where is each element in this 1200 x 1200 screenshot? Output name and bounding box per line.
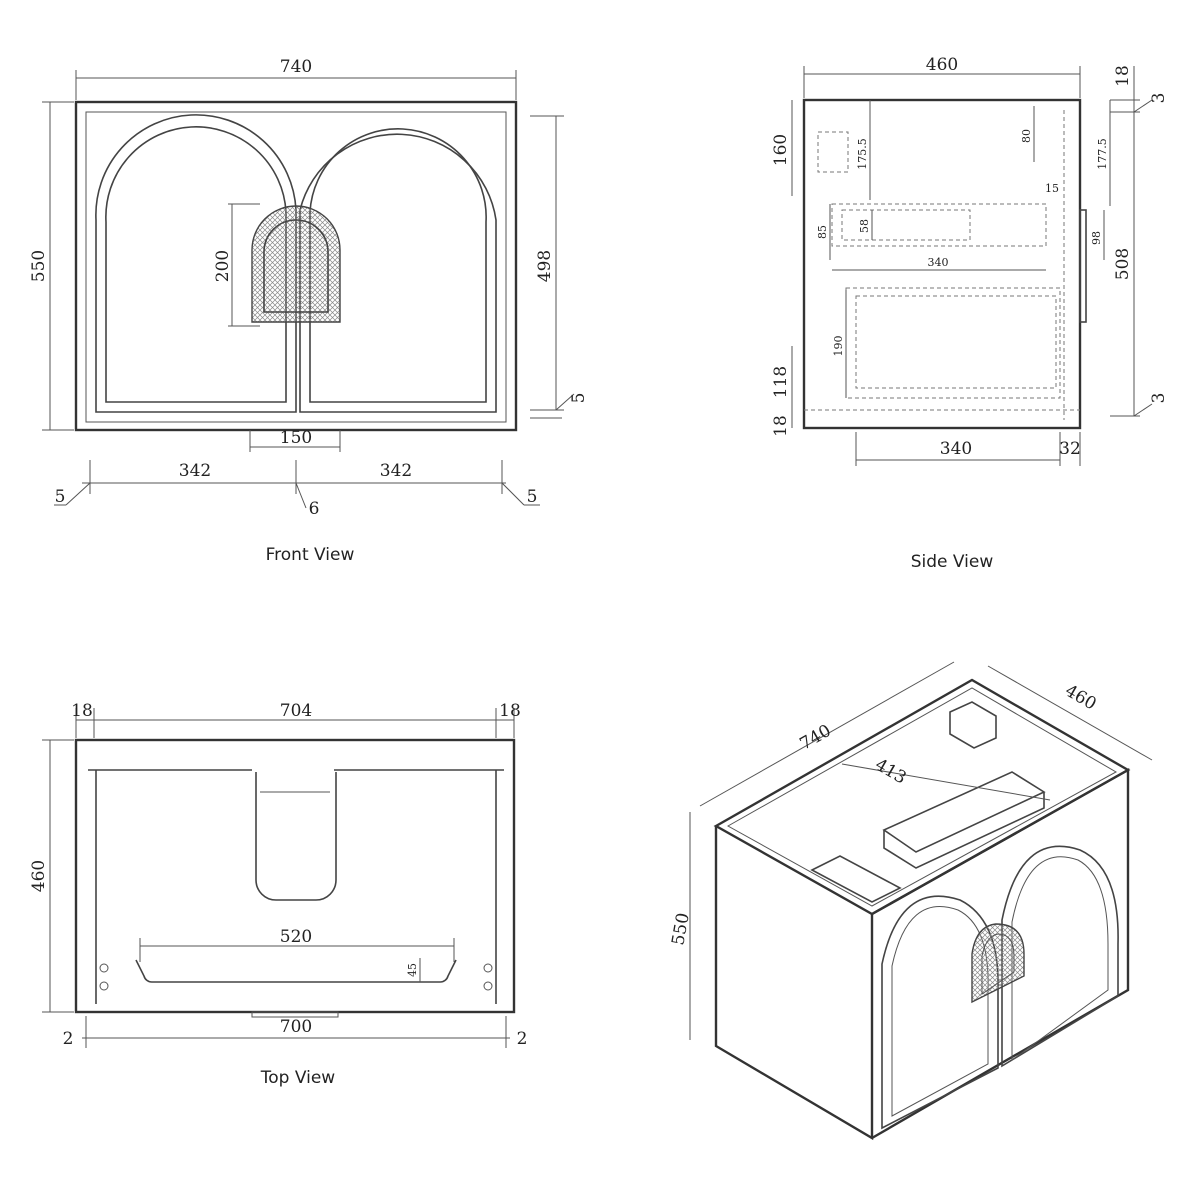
side-upper-shelf bbox=[831, 203, 1047, 247]
side-door-thk-dim: 32 bbox=[1059, 439, 1081, 459]
front-gap-left-dim: 5 bbox=[55, 487, 66, 507]
top-gap-right-dim: 2 bbox=[517, 1029, 528, 1049]
top-back-cutout bbox=[135, 959, 457, 983]
top-sink-cutout bbox=[255, 772, 337, 901]
iso-view: 740 460 550 413 bbox=[668, 661, 1153, 1141]
front-handle-height-dim: 200 bbox=[213, 250, 233, 282]
front-gap-right-dim: 5 bbox=[527, 487, 538, 507]
iso-left-side bbox=[714, 826, 874, 1141]
side-foot-dim: 118 bbox=[771, 366, 791, 398]
side-view-caption: Side View bbox=[911, 552, 994, 572]
front-height-dim: 550 bbox=[29, 250, 49, 282]
side-lower-drawer-inner bbox=[855, 295, 1057, 389]
side-base-dim: 18 bbox=[771, 415, 791, 437]
top-cutout-dim: 520 bbox=[280, 927, 312, 947]
top-view: 18 704 18 460 520 45 700 2 2 Top View bbox=[29, 701, 527, 1088]
top-inner-dim: 704 bbox=[280, 701, 312, 721]
front-left-door-inner bbox=[105, 126, 287, 403]
front-handle bbox=[251, 205, 341, 323]
side-top-bracket bbox=[817, 131, 849, 173]
side-shelf-w-dim: 340 bbox=[928, 256, 949, 269]
top-handle bbox=[251, 1011, 339, 1018]
side-depth-dim: 460 bbox=[926, 55, 958, 75]
side-bracket-pos-dim: 175.5 bbox=[856, 138, 869, 170]
top-view-caption: Top View bbox=[260, 1068, 336, 1088]
front-left-door-arch bbox=[95, 114, 297, 413]
side-top-dim: 18 bbox=[1113, 65, 1133, 87]
front-door-height-dim: 498 bbox=[535, 250, 555, 282]
top-hole bbox=[99, 981, 109, 991]
side-bracket-dim: 160 bbox=[771, 134, 791, 166]
iso-handle bbox=[971, 923, 1025, 1004]
iso-front bbox=[871, 767, 1130, 1140]
front-left-door-dim: 342 bbox=[179, 461, 211, 481]
front-view-caption: Front View bbox=[266, 545, 355, 565]
top-hole bbox=[483, 963, 493, 973]
side-shelf-gap-dim: 15 bbox=[1045, 182, 1059, 195]
side-door-handle bbox=[1079, 209, 1087, 323]
iso-lower-box bbox=[810, 855, 902, 903]
front-width-dim: 740 bbox=[280, 57, 312, 77]
front-cabinet-inner bbox=[85, 111, 507, 423]
top-side-right-dim: 18 bbox=[499, 701, 521, 721]
iso-bracket bbox=[949, 701, 997, 749]
top-gap-left-dim: 2 bbox=[63, 1029, 74, 1049]
front-cabinet-outline bbox=[74, 100, 518, 432]
side-top-gap-dim: 3 bbox=[1149, 93, 1169, 104]
top-bottom-dim: 700 bbox=[280, 1017, 312, 1037]
iso-drawer-box bbox=[882, 771, 1046, 869]
front-gap-mid-dim: 6 bbox=[309, 499, 320, 519]
iso-right-door-arch bbox=[1001, 845, 1119, 1068]
front-right-door-dim: 342 bbox=[380, 461, 412, 481]
iso-inner-dim: 413 bbox=[871, 755, 909, 789]
side-lower-drawer bbox=[845, 287, 1061, 399]
side-base-w-dim: 340 bbox=[940, 439, 972, 459]
front-view: 740 550 498 200 150 342 342 5 6 5 5 bbox=[29, 57, 589, 565]
side-lower-h-dim: 190 bbox=[832, 336, 845, 357]
top-hole bbox=[99, 963, 109, 973]
top-depth-dim: 460 bbox=[29, 860, 49, 892]
side-shelf-inner-dim: 58 bbox=[858, 219, 871, 233]
top-hole bbox=[483, 981, 493, 991]
iso-left-door-inner bbox=[891, 905, 989, 1117]
front-handle-width-dim: 150 bbox=[280, 428, 312, 448]
side-upper-shelf-inner bbox=[841, 209, 971, 241]
side-right-pos-dim: 177.5 bbox=[1096, 138, 1109, 170]
side-bottom-gap-dim: 3 bbox=[1149, 393, 1169, 404]
front-handle-inner bbox=[263, 219, 329, 313]
side-door-dim: 508 bbox=[1113, 248, 1133, 280]
side-handle-h-dim: 98 bbox=[1090, 231, 1103, 245]
top-cutout-depth-dim: 45 bbox=[406, 963, 419, 977]
side-shelf-h-dim: 85 bbox=[816, 225, 829, 239]
iso-depth-dim: 460 bbox=[1061, 681, 1099, 715]
front-right-door-arch bbox=[299, 133, 497, 413]
iso-handle-inner bbox=[981, 933, 1015, 995]
front-bottom-gap-dim: 5 bbox=[569, 393, 589, 404]
iso-right-door-inner bbox=[1011, 856, 1109, 1061]
front-right-door-inner bbox=[309, 128, 487, 403]
iso-inner-rim bbox=[726, 687, 1118, 907]
iso-width-dim: 740 bbox=[796, 721, 834, 755]
side-bracket-h-dim: 80 bbox=[1020, 129, 1033, 143]
side-view: 460 18 3 160 175.5 80 177.5 15 85 58 340… bbox=[771, 55, 1169, 572]
top-side-left-dim: 18 bbox=[71, 701, 93, 721]
